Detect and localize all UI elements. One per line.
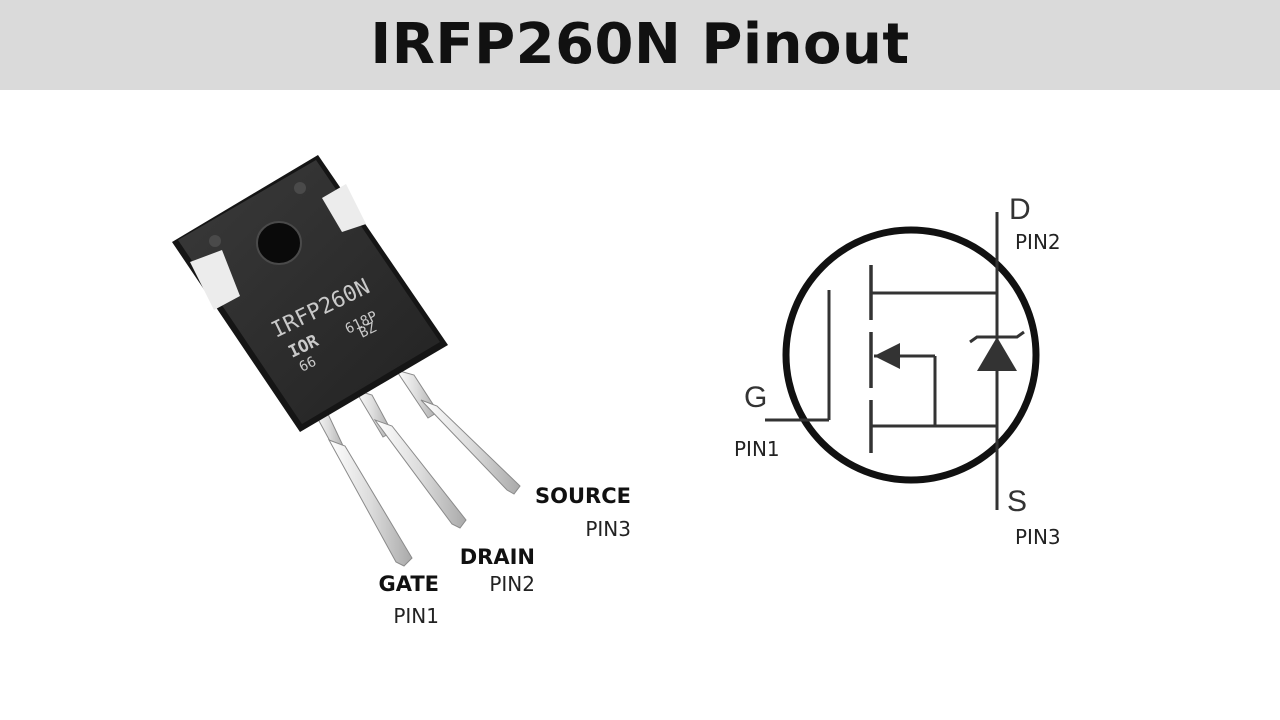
source-name-label: SOURCE	[535, 484, 631, 508]
gate-electrode	[765, 290, 831, 422]
drain-pin-label: PIN2	[489, 572, 535, 596]
transistor-package: IRFP260N IOR 618P BZ 66 SOURCE PIN3 DRAI…	[172, 155, 631, 628]
package-leads	[310, 369, 521, 567]
header-bar: IRFP260N Pinout	[0, 0, 1280, 90]
drain-name-label: DRAIN	[460, 545, 535, 569]
lead-drain	[353, 389, 467, 529]
lead-source	[394, 369, 521, 495]
source-symbol-pin: PIN3	[1015, 525, 1061, 549]
gate-name-label: GATE	[378, 572, 439, 596]
mosfet-symbol: D PIN2 G PIN1 S PIN3	[734, 193, 1061, 549]
tab-notch-left	[190, 250, 240, 310]
gate-symbol-pin: PIN1	[734, 437, 780, 461]
drain-letter: D	[1009, 193, 1031, 226]
arrow-icon	[874, 343, 900, 369]
marking-code-2: BZ	[357, 320, 379, 342]
mounting-hole	[256, 221, 302, 265]
source-pin-label: PIN3	[585, 517, 631, 541]
page-title: IRFP260N Pinout	[370, 12, 910, 77]
tab-notch-right	[322, 184, 366, 232]
package-body: IRFP260N IOR 618P BZ 66	[172, 155, 448, 432]
drain-symbol-pin: PIN2	[1015, 230, 1061, 254]
source-letter: S	[1007, 485, 1027, 518]
symbol-circle	[782, 226, 1040, 484]
zener-diode-icon	[969, 330, 1025, 371]
lead-gate	[310, 407, 413, 567]
marking-code-3: 66	[297, 354, 319, 376]
gate-pin-label: PIN1	[393, 604, 439, 628]
gate-letter: G	[744, 381, 767, 414]
